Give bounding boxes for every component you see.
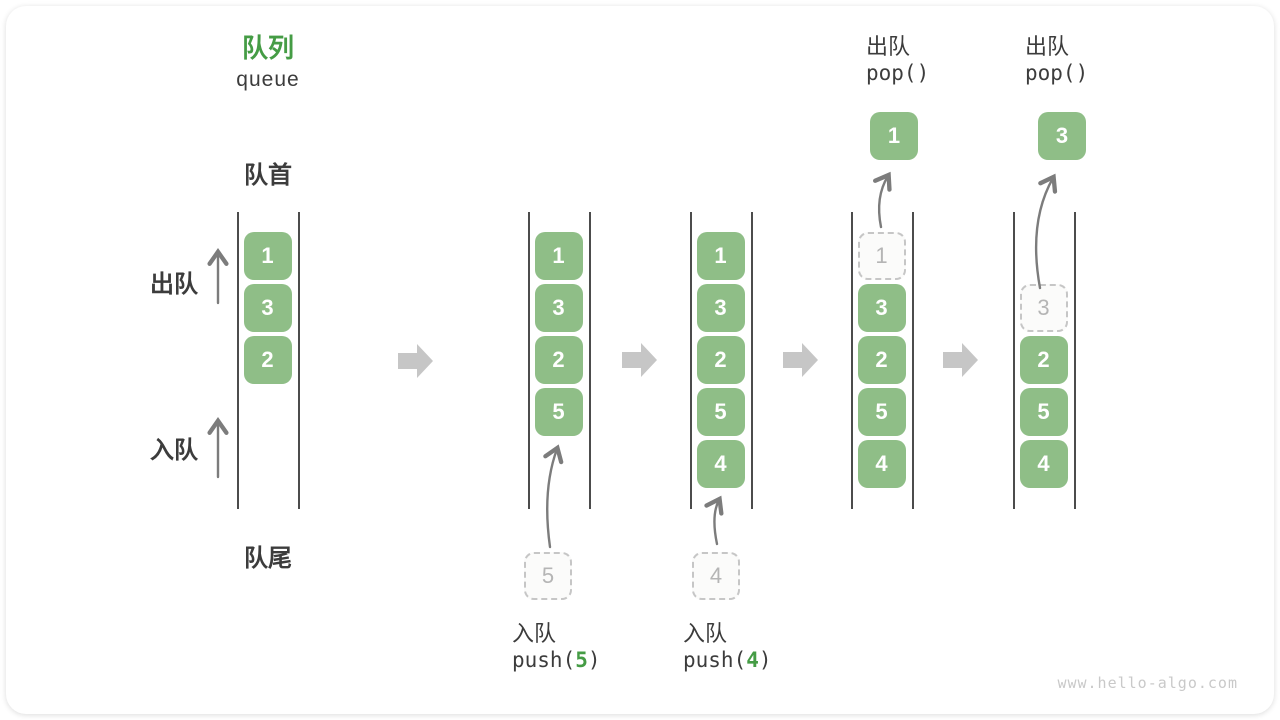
queue-cell: 2 xyxy=(857,336,906,384)
queue-cell: 4 xyxy=(1019,440,1068,488)
queue-wall-right xyxy=(751,212,753,509)
queue-cell: 5 xyxy=(696,388,745,436)
popped-result-cell: 1 xyxy=(870,112,918,160)
queue-cell: 2 xyxy=(696,336,745,384)
label-queue-front: 队首 xyxy=(244,162,292,189)
queue-wall-left xyxy=(690,212,692,509)
queue-cell: 3 xyxy=(696,284,745,332)
queue-cell: 1 xyxy=(696,232,745,280)
operation-name: 出队 xyxy=(1025,34,1070,59)
queue-cell: 1 xyxy=(243,232,292,280)
queue-cell-popped: 3 xyxy=(1019,284,1068,332)
operation-arg: 5 xyxy=(575,648,588,672)
incoming-cell: 4 xyxy=(692,552,740,600)
operation-name: 入队 xyxy=(512,621,557,646)
queue-cell: 5 xyxy=(1019,388,1068,436)
popped-result-cell: 3 xyxy=(1038,112,1086,160)
queue-wall-right xyxy=(298,212,300,509)
label-enqueue-side: 入队 xyxy=(150,437,198,464)
incoming-cell: 5 xyxy=(524,552,572,600)
operation-code: push(5) xyxy=(512,648,601,672)
diagram-title-en: queue xyxy=(236,68,300,91)
queue-cell: 5 xyxy=(857,388,906,436)
operation-name: 入队 xyxy=(683,621,728,646)
card-background xyxy=(6,6,1274,714)
operation-code: pop() xyxy=(1025,61,1089,85)
diagram-title-zh: 队列 xyxy=(241,33,294,63)
operation-code: pop() xyxy=(866,61,930,85)
queue-wall-right xyxy=(912,212,914,509)
queue-wall-left xyxy=(237,212,239,509)
queue-cell: 4 xyxy=(857,440,906,488)
queue-cell: 2 xyxy=(1019,336,1068,384)
operation-arg: 4 xyxy=(746,648,759,672)
queue-cell: 1 xyxy=(534,232,583,280)
queue-cell: 3 xyxy=(534,284,583,332)
queue-wall-left xyxy=(1013,212,1015,509)
label-dequeue-side: 出队 xyxy=(150,271,198,298)
queue-wall-left xyxy=(851,212,853,509)
queue-cell: 3 xyxy=(243,284,292,332)
label-queue-rear: 队尾 xyxy=(244,545,292,572)
queue-wall-right xyxy=(1074,212,1076,509)
queue-cell: 4 xyxy=(696,440,745,488)
queue-cell: 3 xyxy=(857,284,906,332)
queue-cell: 2 xyxy=(534,336,583,384)
operation-name: 出队 xyxy=(866,34,911,59)
queue-wall-left xyxy=(528,212,530,509)
watermark: www.hello-algo.com xyxy=(1057,674,1238,692)
operation-code: push(4) xyxy=(683,648,772,672)
queue-cell-popped: 1 xyxy=(857,232,906,280)
queue-cell: 2 xyxy=(243,336,292,384)
queue-wall-right xyxy=(589,212,591,509)
queue-cell: 5 xyxy=(534,388,583,436)
